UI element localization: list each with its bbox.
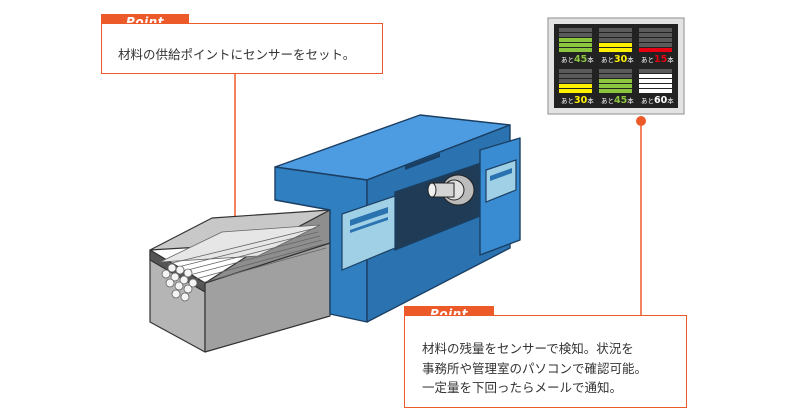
gauge-bar (639, 38, 672, 42)
gauge-bar (559, 79, 592, 83)
gauge-readout: あと45本 (561, 54, 594, 65)
gauge-bar (559, 48, 592, 52)
gauge-bar (599, 74, 632, 78)
gauge-bar (559, 43, 592, 47)
gauge-readout: あと45本 (601, 95, 634, 106)
gauge-bar (559, 69, 592, 73)
gauge-bar (599, 48, 632, 52)
gauge-readout: あと30本 (601, 54, 634, 65)
gauge-bar (599, 79, 632, 83)
callout-text-line-1: 材料の残量をセンサーで検知。状況を (422, 341, 634, 356)
gauge-bar (639, 79, 672, 83)
stock-gauge: あと45本 (559, 28, 594, 65)
gauge-bar (599, 89, 632, 93)
gauge-bar (599, 84, 632, 88)
gauge-bar (559, 74, 592, 78)
callout-text-line-2: 事務所や管理室のパソコンで確認可能。 (422, 360, 648, 376)
stock-gauge: あと30本 (559, 69, 594, 106)
control-panel-right (485, 159, 517, 203)
stock-gauge: あと30本 (599, 28, 634, 65)
callout-remaining-detection: 材料の残量をセンサーで検知。状況を 事務所や管理室のパソコンで確認可能。 一定量… (404, 315, 687, 408)
material-rods (159, 224, 327, 302)
gauge-bar (639, 28, 672, 32)
gauge-bar (559, 89, 592, 93)
callout-text: 材料の供給ポイントにセンサーをセット。 (118, 47, 356, 62)
gauge-bar (639, 48, 672, 52)
gauge-bar (599, 69, 632, 73)
gauge-bar (599, 43, 632, 47)
callout-text-line-3: 一定量を下回ったらメールで通知。 (422, 380, 623, 395)
gauge-bar (639, 89, 672, 93)
gauge-bar (559, 84, 592, 88)
gauge-bar (559, 28, 592, 32)
sensor-dot-2 (636, 116, 646, 126)
gauge-readout: あと15本 (641, 54, 674, 65)
gauge-bar (559, 38, 592, 42)
spindle (427, 174, 475, 206)
stock-gauge: あと60本 (639, 69, 674, 106)
gauge-readout: あと30本 (561, 95, 594, 106)
gauge-bar (639, 84, 672, 88)
gauge-bar (559, 33, 592, 37)
gauge-bar (639, 33, 672, 37)
gauge-bar (599, 33, 632, 37)
gauge-bar (599, 38, 632, 42)
gauge-bar (599, 28, 632, 32)
monitor: あと45本あと30本あと15本あと30本あと45本あと60本 (547, 17, 685, 115)
control-panel-left (341, 195, 396, 271)
callout-sensor-setup: 材料の供給ポイントにセンサーをセット。 (101, 23, 383, 74)
vent-slot (405, 153, 440, 170)
gauge-bar (639, 74, 672, 78)
stock-gauge: あと15本 (639, 28, 674, 65)
gauge-readout: あと60本 (641, 95, 674, 106)
stock-gauge: あと45本 (599, 69, 634, 106)
gauge-bar (639, 69, 672, 73)
gauge-bar (639, 43, 672, 47)
